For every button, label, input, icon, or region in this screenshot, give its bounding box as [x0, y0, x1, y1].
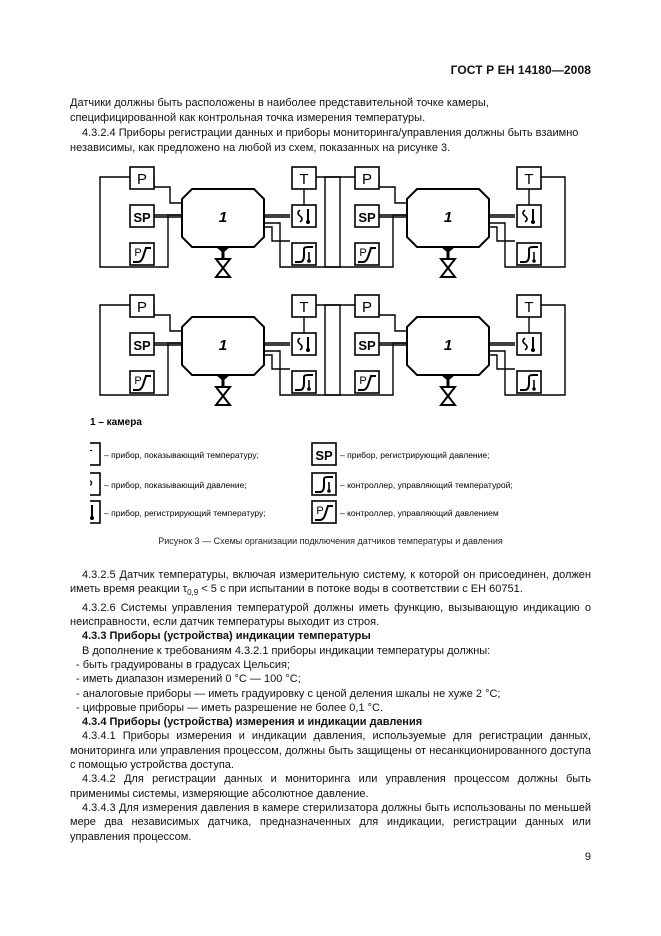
paragraph-4-3-2-6: 4.3.2.6 Системы управления температурой … [70, 601, 591, 629]
document-header: ГОСТ Р ЕН 14180—2008 [450, 63, 591, 77]
heading-4-3-4: 4.3.4 Приборы (устройства) измерения и и… [82, 716, 423, 729]
legend-chamber: 1 – камера [90, 417, 142, 428]
pressure-controller-icon [311, 500, 337, 524]
figure-3-diagram: T P SP P [90, 155, 570, 524]
legend-row-3: – прибор, регистрирующий температуру; – … [90, 500, 499, 524]
legend-text-t-recorder: – прибор, регистрирующий температуру; [104, 508, 266, 518]
legend-text-p-recorder: – прибор, регистрирующий давление; [340, 450, 489, 460]
paragraph-4-3-2-5: 4.3.2.5 Датчик температуры, включая изме… [70, 569, 591, 598]
pressure-recorder-icon [311, 442, 337, 466]
heading-4-3-3: 4.3.3 Приборы (устройства) индикации тем… [82, 630, 371, 643]
legend-row-1: – прибор, показывающий температуру; – пр… [90, 442, 489, 466]
diagram-top-left [100, 167, 340, 277]
legend-text-p-controller: – контроллер, управляющий давлением [340, 508, 499, 518]
figure-caption: Рисунок 3 — Схемы организации подключени… [158, 536, 503, 546]
diagram-bottom-right [325, 295, 565, 405]
paragraph-4-3-4-3: 4.3.4.3 Для измерения давления в камере … [70, 801, 591, 843]
paragraph-4-3-4-1: 4.3.4.1 Приборы измерения и индикации да… [70, 730, 591, 772]
legend-text-t-controller: – контроллер, управляющий температурой; [340, 480, 513, 490]
page-number: 9 [584, 851, 591, 863]
list-item-1: - быть градуированы в градусах Цельсия; [76, 658, 290, 671]
list-item-3: - аналоговые приборы — иметь градуировку… [76, 687, 501, 700]
pressure-indicator-icon [90, 472, 101, 496]
list-item-2: - иметь диапазон измерений 0 °С — 100 °С… [76, 673, 301, 686]
legend-text-p-indicator: – прибор, показывающий давление; [104, 480, 247, 490]
body-text: 4.3.2.5 Датчик температуры, включая изме… [70, 568, 591, 844]
list-item-4: - цифровые приборы — иметь разрешение не… [76, 701, 384, 714]
legend-text-t-indicator: – прибор, показывающий температуру; [104, 450, 259, 460]
intro-paragraph-2: 4.3.2.4 Приборы регистрации данных и при… [70, 127, 579, 154]
temperature-controller-icon [311, 472, 337, 496]
temperature-recorder-icon [90, 500, 101, 524]
intro-paragraph-1: Датчики должны быть расположены в наибол… [70, 97, 489, 124]
legend-row-2: – прибор, показывающий давление; – контр… [90, 472, 513, 496]
paragraph-4-3-4-2: 4.3.4.2 Для регистрации данных и монитор… [70, 773, 591, 800]
paragraph-4-3-3-intro: В дополнение к требованиям 4.3.2.1 прибо… [82, 644, 491, 657]
temperature-indicator-icon [90, 442, 101, 466]
diagram-bottom-left [100, 295, 340, 405]
diagram-top-right [325, 167, 565, 277]
